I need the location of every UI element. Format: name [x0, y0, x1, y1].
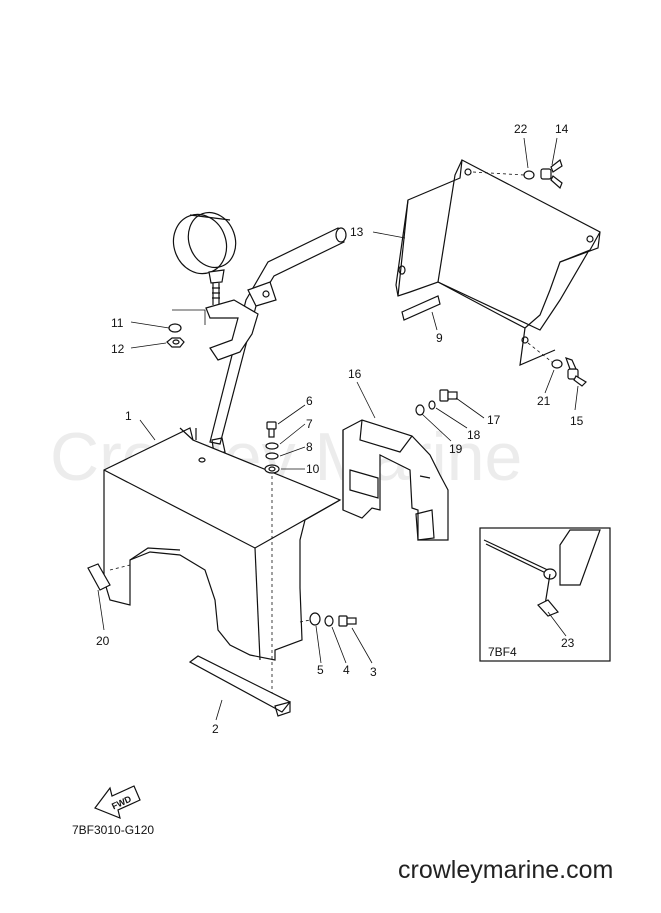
washer-8: [265, 452, 279, 460]
label-part-6: 6: [306, 394, 313, 408]
label-part-19: 19: [449, 442, 463, 456]
label-part-20: 20: [96, 634, 110, 648]
diagram-code: 7BF3010-G120: [72, 823, 154, 837]
label-part-3: 3: [370, 665, 377, 679]
lamp-assembly: [172, 211, 237, 305]
label-part-12: 12: [111, 342, 125, 356]
washer-7: [265, 442, 279, 450]
wing-nut-14: [540, 159, 563, 190]
label-part-16: 16: [348, 367, 362, 381]
strip-2: [188, 655, 291, 717]
label-part-2: 2: [212, 722, 219, 736]
label-part-9: 9: [436, 331, 443, 345]
nut-12: [166, 337, 185, 348]
washer-22: [523, 170, 535, 180]
label-part-1: 1: [125, 409, 132, 423]
main-cover-1: [103, 427, 342, 661]
inset-code: 7BF4: [488, 645, 517, 659]
grommet-10: [264, 464, 280, 474]
label-part-21: 21: [537, 394, 551, 408]
clip-20: [87, 563, 111, 591]
label-part-18: 18: [467, 428, 481, 442]
washer-11: [168, 323, 182, 333]
washer-5: [309, 612, 321, 626]
washer-19: [415, 404, 425, 416]
bolt-17: [439, 389, 458, 402]
footer-url[interactable]: crowleymarine.com: [398, 856, 613, 884]
fwd-arrow-icon: FWD: [94, 785, 141, 819]
leader-lines: [97, 137, 579, 721]
cover-bracket-13: [395, 159, 601, 366]
label-part-22: 22: [514, 122, 528, 136]
label-part-10: 10: [306, 462, 320, 476]
label-part-7: 7: [306, 417, 313, 431]
wing-nut-15: [565, 357, 587, 387]
strip-9: [401, 295, 441, 321]
label-part-13: 13: [350, 225, 364, 239]
washer-21: [551, 359, 563, 369]
label-part-8: 8: [306, 440, 313, 454]
bolt-6: [266, 421, 277, 438]
label-part-23: 23: [561, 636, 575, 650]
label-part-15: 15: [570, 414, 584, 428]
bracket-16: [342, 419, 449, 541]
label-part-14: 14: [555, 122, 569, 136]
bolt-3: [338, 615, 357, 627]
label-part-17: 17: [487, 413, 501, 427]
label-part-4: 4: [343, 663, 350, 677]
washer-4: [324, 615, 334, 627]
washer-18: [428, 400, 436, 410]
label-part-5: 5: [317, 663, 324, 677]
inset-7bf4: [479, 527, 611, 662]
label-part-11: 11: [111, 316, 124, 330]
light-pole: [205, 227, 347, 455]
